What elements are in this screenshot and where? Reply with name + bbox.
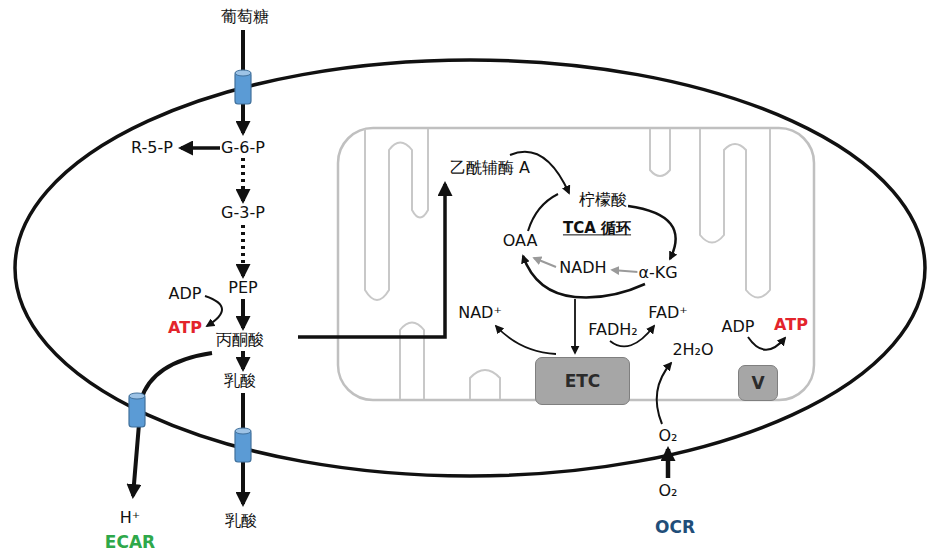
flux-arrow: [241, 299, 245, 328]
nad-arrow: [496, 326, 556, 354]
complex-box: ETC: [535, 357, 630, 405]
complex-name: V: [751, 373, 764, 393]
oxygen-arrow: [666, 449, 671, 478]
grey-arrow: [534, 258, 556, 267]
metabolite-label: O₂: [657, 482, 678, 500]
metabolite-label: TCA 循环: [562, 220, 632, 237]
nadh-arrow: [574, 299, 576, 353]
metabolite-label: ADP: [168, 285, 203, 303]
tca-arrow: [628, 206, 676, 259]
metabolite-label: 葡萄糖: [220, 8, 270, 26]
crista: [700, 129, 770, 298]
metabolite-label: ECAR: [104, 533, 156, 553]
grey-arrow: [612, 270, 638, 272]
metabolite-label: H⁺: [119, 509, 141, 527]
metabolite-label: 柠檬酸: [578, 191, 628, 209]
cell-membrane: [15, 60, 925, 476]
flux-arrow: [241, 351, 245, 369]
metabolite-label: PEP: [227, 279, 258, 297]
complex-box: V: [738, 365, 778, 401]
metabolite-label: NAD⁺: [457, 304, 503, 322]
flux-arrow: [181, 146, 220, 150]
transporter: [235, 70, 251, 104]
complex-name: ETC: [565, 371, 601, 391]
metabolite-label: FAD⁺: [647, 304, 688, 322]
crista: [470, 370, 500, 399]
metabolite-label: OAA: [502, 232, 539, 250]
metabolite-label: OCR: [654, 518, 696, 538]
oxygen-arrow: [657, 363, 671, 424]
crista: [365, 129, 428, 300]
atp-arrow: [205, 296, 222, 326]
metabolite-label: 乳酸: [224, 512, 258, 530]
metabolite-label: 2H₂O: [671, 341, 714, 359]
transporter: [129, 393, 145, 427]
dotted-arrow: [241, 158, 245, 201]
metabolite-label: NADH: [558, 259, 607, 277]
tca-arrow: [523, 256, 645, 297]
metabolite-label: ADP: [721, 318, 756, 336]
metabolite-label: G-3-P: [220, 204, 266, 222]
pyruvate-arrow: [298, 184, 445, 337]
crista: [650, 129, 670, 176]
metabolite-label: FADH₂: [587, 321, 638, 339]
metabolite-label: R-5-P: [130, 139, 174, 157]
metabolite-label: ATP: [773, 316, 809, 334]
metabolite-label: O₂: [657, 427, 678, 445]
transporter: [235, 428, 251, 462]
metabolite-label: 乙酰辅酶 A: [449, 159, 531, 177]
metabolite-label: 乳酸: [223, 372, 257, 390]
metabolite-label: 丙酮酸: [215, 331, 265, 349]
crista: [400, 323, 424, 400]
metabolite-label: α-KG: [637, 264, 678, 282]
metabolite-label: ATP: [167, 319, 203, 337]
atp-arrow: [748, 337, 785, 350]
metabolite-label: G-6-P: [220, 139, 266, 157]
dotted-arrow: [241, 225, 245, 276]
tca-arrow: [528, 194, 558, 231]
